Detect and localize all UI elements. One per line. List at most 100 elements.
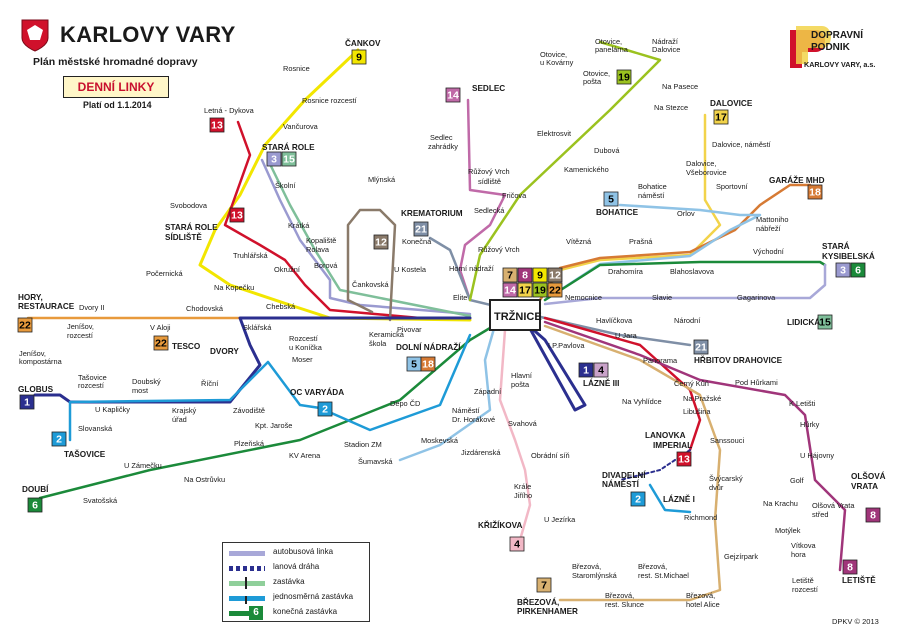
stop-label[interactable]: Západní (474, 387, 502, 396)
line-badge-12[interactable]: 12 (548, 268, 562, 282)
stop-label[interactable]: sídliště (478, 177, 501, 186)
line-badge-6[interactable]: 6 (28, 498, 42, 512)
line-badge-17[interactable]: 17 (518, 283, 532, 297)
stop-label[interactable]: GARÁŽE MHD (769, 174, 825, 185)
line-badge-5[interactable]: 5 (407, 357, 421, 371)
stop-label[interactable]: Svatošská (83, 496, 118, 505)
stop-label[interactable]: Březová, (686, 591, 715, 600)
stop-label[interactable]: Dvory II (79, 303, 104, 312)
line-badge-18[interactable]: 18 (421, 357, 435, 371)
stop-label[interactable]: Panorama (643, 356, 678, 365)
stop-label[interactable]: Hůrky (800, 420, 820, 429)
stop-label[interactable]: Sedlecká (474, 206, 505, 215)
line-badge-9[interactable]: 9 (533, 268, 547, 282)
stop-label[interactable]: Vančurova (283, 122, 319, 131)
line-badge-15[interactable]: 15 (282, 152, 296, 166)
stop-label[interactable]: Moser (292, 355, 313, 364)
stop-label[interactable]: Šumavská (358, 457, 393, 466)
line-badge-13[interactable]: 13 (677, 452, 691, 466)
stop-label[interactable]: U Jara (615, 331, 638, 340)
stop-label[interactable]: Chodovská (186, 304, 224, 313)
stop-label[interactable]: OC VARYÁDA (290, 387, 344, 397)
stop-label[interactable]: dvůr (709, 483, 724, 492)
stop-label[interactable]: Truhlářská (233, 251, 269, 260)
stop-label[interactable]: Olšová Vrata (812, 501, 855, 510)
stop-label[interactable]: Dr. Horákové (452, 415, 495, 424)
stop-label[interactable]: Moskevská (421, 436, 459, 445)
stop-label[interactable]: DOLNÍ NÁDRAŽÍ (396, 341, 461, 352)
route-line-12[interactable] (348, 210, 395, 320)
stop-label[interactable]: Jiřího (514, 491, 532, 500)
stop-label[interactable]: náměstí (638, 191, 665, 200)
line-badge-8[interactable]: 8 (843, 560, 857, 574)
stop-label[interactable]: u Kovárny (540, 58, 574, 67)
stop-label[interactable]: Krále (514, 482, 531, 491)
line-badge-13[interactable]: 13 (210, 118, 224, 132)
line-badge-7[interactable]: 7 (503, 268, 517, 282)
stop-label[interactable]: KV Arena (289, 451, 321, 460)
line-badge-8[interactable]: 8 (866, 508, 880, 522)
line-badge-1[interactable]: 1 (579, 363, 593, 377)
stop-label[interactable]: Na Stezce (654, 103, 688, 112)
stop-label[interactable]: U Zámečku (124, 461, 162, 470)
stop-label[interactable]: rest. Slunce (605, 600, 644, 609)
stop-label[interactable]: Pod Hůrkami (735, 378, 778, 387)
stop-label[interactable]: Růžový Vrch (468, 167, 510, 176)
stop-label[interactable]: Dalovice, (686, 159, 716, 168)
stop-label[interactable]: Černý Kůň (674, 379, 709, 388)
stop-label[interactable]: hotel Alice (686, 600, 720, 609)
stop-label[interactable]: DVORY (210, 347, 239, 356)
stop-label[interactable]: Bohatice (638, 182, 667, 191)
stop-label[interactable]: Sanssouci (710, 436, 744, 445)
stop-label[interactable]: Na Ostrůvku (184, 475, 225, 484)
line-badge-17[interactable]: 17 (714, 110, 728, 124)
stop-label[interactable]: Dalovice (652, 45, 680, 54)
stop-label[interactable]: Dubová (594, 146, 620, 155)
stop-label[interactable]: Všeborovice (686, 168, 727, 177)
stop-label[interactable]: TESCO (172, 342, 201, 351)
stop-label[interactable]: Na Krachu (763, 499, 798, 508)
stop-label[interactable]: PIRKENHAMER (517, 607, 578, 616)
stop-label[interactable]: SÍDLIŠTĚ (165, 231, 202, 242)
stop-label[interactable]: Depo ČD (390, 399, 420, 408)
stop-label[interactable]: Slavie (652, 293, 672, 302)
route-line-5[interactable] (545, 205, 760, 300)
stop-label[interactable]: U Hájovny (800, 451, 834, 460)
stop-label[interactable]: HŘBITOV DRAHOVICE (694, 354, 783, 365)
stop-label[interactable]: Plzeňská (234, 439, 265, 448)
stop-label[interactable]: nábřeží (756, 224, 782, 233)
stop-label[interactable]: HORY, (18, 293, 43, 302)
stop-label[interactable]: Obrádní síň (531, 451, 570, 460)
stop-label[interactable]: TAŠOVICE (64, 448, 106, 459)
stop-label[interactable]: Krajský (172, 406, 197, 415)
stop-label[interactable]: zahrádky (428, 142, 458, 151)
line-badge-2[interactable]: 2 (631, 492, 645, 506)
stop-label[interactable]: most (132, 386, 148, 395)
stop-label[interactable]: Jeníšov, (67, 322, 94, 331)
stop-label[interactable]: Gejzírpark (724, 552, 758, 561)
stop-label[interactable]: Růžový Vrch (478, 245, 520, 254)
line-badge-8[interactable]: 8 (518, 268, 532, 282)
stop-label[interactable]: Na Pražské (683, 394, 721, 403)
stop-label[interactable]: U Kapličky (95, 405, 130, 414)
line-badge-1[interactable]: 1 (20, 395, 34, 409)
line-badge-21[interactable]: 21 (694, 340, 708, 354)
stop-label[interactable]: Náměstí (452, 406, 480, 415)
stop-label[interactable]: Golf (790, 476, 805, 485)
stop-label[interactable]: Národní (674, 316, 701, 325)
line-badge-5[interactable]: 5 (604, 192, 618, 206)
stop-label[interactable]: GLOBUS (18, 385, 54, 394)
stop-label[interactable]: U Kostela (394, 265, 427, 274)
stop-label[interactable]: Libušina (683, 407, 711, 416)
stop-label[interactable]: NÁMĚSTÍ (602, 478, 640, 489)
stop-label[interactable]: Sportovní (716, 182, 749, 191)
stop-label[interactable]: Vítkova (791, 541, 817, 550)
stop-label[interactable]: pošta (583, 77, 602, 86)
stop-label[interactable]: IMPERIAL (653, 441, 692, 450)
stop-label[interactable]: STARÁ (822, 241, 850, 251)
stop-label[interactable]: Na Pasece (662, 82, 698, 91)
stop-label[interactable]: Havlíčkova (596, 316, 633, 325)
line-badge-3[interactable]: 3 (836, 263, 850, 277)
stop-label[interactable]: Orlov (677, 209, 695, 218)
stop-label[interactable]: hora (791, 550, 807, 559)
